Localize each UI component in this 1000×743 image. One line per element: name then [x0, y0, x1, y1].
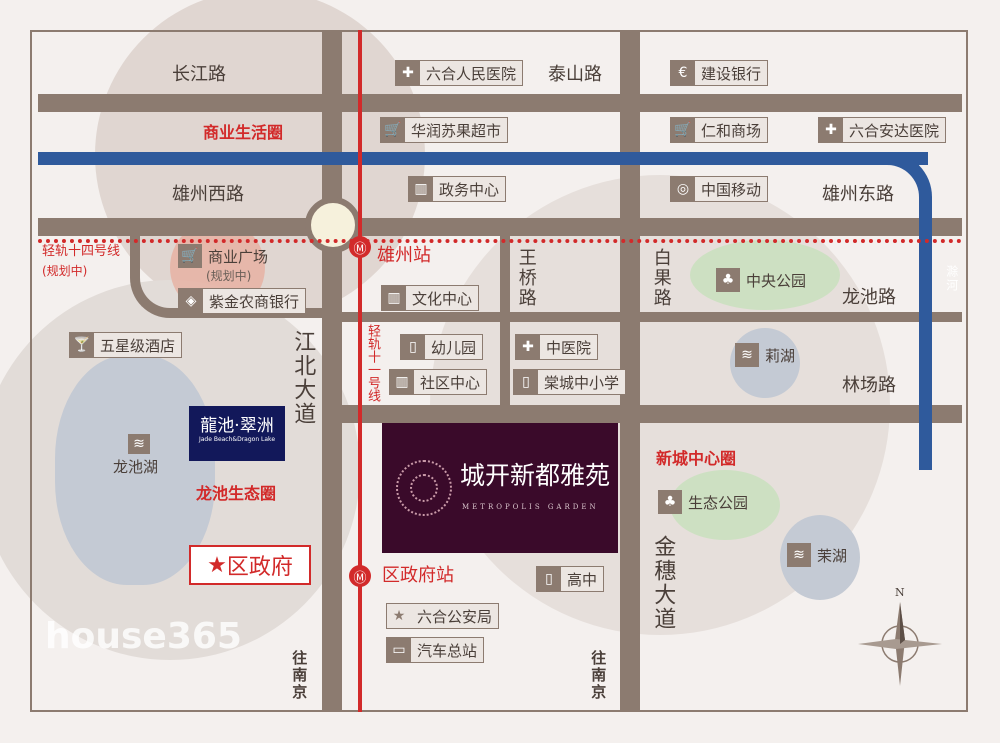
metro-station-icon: Ⓜ [349, 236, 371, 258]
station-label[interactable]: 雄州站 [377, 245, 431, 266]
poi-plaza[interactable]: 🛒商业广场 [178, 244, 274, 268]
water-icon: ≋ [128, 434, 150, 454]
star-icon: ★ [207, 552, 227, 578]
park-central [690, 240, 840, 310]
poi-hotel[interactable]: 🍸五星级酒店 [69, 332, 183, 358]
tree-icon: ♣ [658, 490, 682, 514]
building-icon: ▥ [409, 177, 433, 201]
rail-note: (规划中) [42, 264, 88, 278]
tree-icon: ♣ [716, 268, 740, 292]
poi-mobile[interactable]: ◎中国移动 [670, 176, 769, 202]
road-label: 雄州东路 [822, 184, 894, 205]
rail-label: 轻轨十四号线 [42, 244, 121, 259]
road-label: 江北大道 [290, 330, 316, 426]
road-label: 金穗大道 [650, 535, 676, 631]
poi-bank[interactable]: ◈紫金农商银行 [178, 288, 307, 314]
direction-label: 往南京 [589, 650, 608, 701]
building-icon: ▥ [390, 370, 414, 394]
road-longchi [342, 312, 962, 322]
poi-li-lake[interactable]: ≋莉湖 [735, 343, 801, 367]
poi-gov-center[interactable]: ▥政务中心 [408, 176, 507, 202]
zone-label: 商业生活圈 [203, 123, 284, 142]
cross-icon: ✚ [516, 335, 540, 359]
road-label: 林场路 [842, 375, 896, 396]
poi-mo-lake[interactable]: ≋茉湖 [787, 543, 853, 567]
project-block[interactable]: 城开新都雅苑 METROPOLIS GARDEN [382, 423, 618, 553]
rail-line-14 [38, 239, 962, 243]
bus-icon: ▭ [387, 638, 411, 662]
project-name: 城开新都雅苑 [460, 461, 611, 490]
road-jiangbei [322, 30, 342, 712]
road-wangqiao [500, 236, 510, 406]
poi-central-park[interactable]: ♣中央公园 [716, 268, 812, 292]
metro-line-blue [38, 152, 928, 165]
building-icon: ▥ [382, 286, 406, 310]
mobile-icon: ◎ [671, 177, 695, 201]
zone-label: 龙池生态圈 [196, 484, 277, 503]
road-label: 长江路 [172, 64, 226, 85]
road-label: 王桥路 [515, 248, 537, 308]
road-label: 泰山路 [548, 64, 602, 85]
poi-tcm-hospital[interactable]: ✚中医院 [515, 334, 599, 360]
poi-bus-station[interactable]: ▭汽车总站 [386, 637, 485, 663]
road-label: 雄州西路 [172, 184, 244, 205]
road-xiongzhou [38, 218, 962, 236]
road-label: 龙池路 [842, 287, 896, 308]
poi-police[interactable]: ★六合公安局 [386, 603, 500, 629]
book-icon: ▯ [514, 370, 538, 394]
river-label: 滁河 [944, 265, 959, 293]
poi-high-school[interactable]: ▯高中 [536, 566, 605, 592]
cart-icon: 🛒 [671, 118, 695, 142]
poi-school[interactable]: ▯棠城中小学 [513, 369, 627, 395]
zone-label: 新城中心圈 [656, 449, 737, 468]
star-icon: ★ [392, 608, 406, 624]
cross-icon: ✚ [819, 118, 843, 142]
water-icon: ≋ [787, 543, 811, 567]
poi-kindergarten[interactable]: ▯幼儿园 [400, 334, 484, 360]
cross-icon: ✚ [396, 61, 420, 85]
road-label: 白果路 [650, 248, 672, 308]
poi-mall[interactable]: 🛒仁和商场 [670, 117, 769, 143]
landmark-longchi-cuizhou[interactable]: 龍池·翠洲 Jade Beach&Dragon Lake [189, 406, 285, 461]
poi-eco-park[interactable]: ♣生态公园 [658, 490, 754, 514]
mandala-logo-icon [396, 460, 452, 516]
direction-label: 往南京 [290, 650, 309, 701]
project-name-en: METROPOLIS GARDEN [462, 503, 599, 511]
park-eco [670, 470, 780, 540]
compass-icon: N [855, 586, 945, 690]
poi-community-center[interactable]: ▥社区中心 [389, 369, 488, 395]
poi-hospital[interactable]: ✚六合安达医院 [818, 117, 947, 143]
book-icon: ▯ [401, 335, 425, 359]
glass-icon: 🍸 [70, 333, 94, 357]
district-government[interactable]: ★区政府 [189, 545, 311, 585]
lake-label: 龙池湖 [113, 458, 159, 476]
rail-label: 轻轨十一号线 [364, 324, 380, 402]
plaza-note: (规划中) [206, 269, 252, 283]
bank-icon: € [671, 61, 695, 85]
poi-culture-center[interactable]: ▥文化中心 [381, 285, 480, 311]
coin-icon: ◈ [179, 289, 203, 313]
longchi-lake [55, 355, 215, 585]
metro-station-icon: Ⓜ [349, 565, 371, 587]
road-linchang [342, 405, 962, 423]
poi-hospital[interactable]: ✚六合人民医院 [395, 60, 524, 86]
water-icon: ≋ [735, 343, 759, 367]
book-icon: ▯ [537, 567, 561, 591]
station-label[interactable]: 区政府站 [382, 565, 454, 586]
watermark: house365 [45, 616, 242, 657]
roundabout [305, 197, 361, 253]
cart-icon: 🛒 [381, 118, 405, 142]
poi-supermarket[interactable]: 🛒华润苏果超市 [380, 117, 509, 143]
cart-icon: 🛒 [178, 244, 202, 268]
rail-line-11 [358, 30, 362, 712]
road-jinsui [620, 30, 640, 712]
poi-bank[interactable]: €建设银行 [670, 60, 769, 86]
map-frame [30, 30, 968, 712]
road-changjiang [38, 94, 962, 112]
